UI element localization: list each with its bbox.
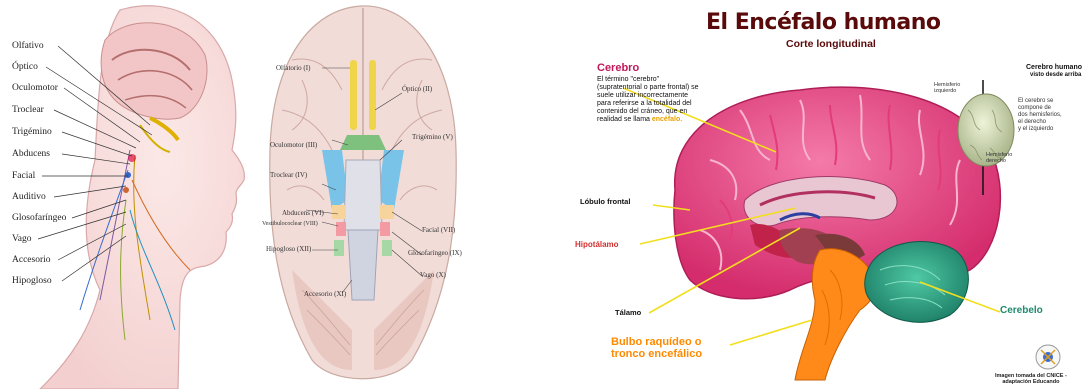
label-abducens-vi: Abducens (VI) bbox=[282, 209, 324, 217]
cerebro-text-line: para referirse a la totalidad del bbox=[597, 100, 699, 108]
hemisferio-derecho-label: Hemisferio derecho bbox=[986, 152, 1012, 164]
top-view-description: El cerebro se compone de dos hemisferios… bbox=[1018, 98, 1062, 133]
encephalon-panel: El Encéfalo humano Corte longitudinal Ce… bbox=[540, 0, 1090, 389]
label-facial-vii: Facial (VII) bbox=[422, 226, 455, 234]
cerebro-description: El término "cerebro" (supratentorial o p… bbox=[597, 76, 699, 124]
hemisferio-izquierdo-label: Hemisferio izquierdo bbox=[934, 82, 960, 94]
top-view-text-line: dos hemisferios, bbox=[1018, 112, 1062, 119]
label-hipogloso-xii: Hipogloso (XII) bbox=[266, 245, 311, 253]
encefalo-highlight: encéfalo. bbox=[652, 116, 682, 123]
diagram-title: El Encéfalo humano bbox=[706, 10, 940, 35]
cerebelo-label: Cerebelo bbox=[1000, 305, 1043, 316]
cerebro-text-line: contenido del cráneo, que en bbox=[597, 108, 699, 116]
cerebro-text-line: (supratentorial o parte frontal) se bbox=[597, 84, 699, 92]
hipotalamo-label: Hipotálamo bbox=[575, 240, 619, 249]
credit-line: adaptación Educando bbox=[995, 379, 1067, 385]
top-view-text-line: el derecho bbox=[1018, 119, 1062, 126]
label-oculomotor-iii: Oculomotor (III) bbox=[270, 141, 317, 149]
label-olfatorio-i: Olfatorio (I) bbox=[276, 64, 310, 72]
label-glosofaringeo-ix: Glosofaríngeo (IX) bbox=[408, 249, 462, 257]
top-view-heading: Cerebro humano bbox=[1026, 64, 1082, 71]
cerebro-text-line: suele utilizar incorrectamente bbox=[597, 92, 699, 100]
label-vestibulococlear-viii: Vestibulococlear (VIII) bbox=[262, 221, 318, 227]
cerebro-text-fragment: realidad se llama bbox=[597, 116, 650, 123]
label-vago-x: Vago (X) bbox=[420, 271, 446, 279]
top-view-text-line: y el izquierdo bbox=[1018, 126, 1062, 133]
image-credit: Imagen tomada del CNICE - adaptación Edu… bbox=[995, 373, 1067, 385]
label-optico-ii: Óptico (II) bbox=[402, 85, 432, 93]
top-view-text-line: El cerebro se bbox=[1018, 98, 1062, 105]
talamo-label: Tálamo bbox=[615, 308, 641, 317]
lobulo-frontal-label: Lóbulo frontal bbox=[580, 197, 630, 206]
top-view-text-line: compone de bbox=[1018, 105, 1062, 112]
diagram-subtitle: Corte longitudinal bbox=[786, 38, 876, 50]
label-troclear-iv: Troclear (IV) bbox=[270, 171, 307, 179]
cranial-nerves-profile-panel: Olfativo Óptico Oculomotor Troclear Trig… bbox=[0, 0, 258, 389]
cranial-nerves-base-panel: Olfatorio (I) Óptico (II) Oculomotor (II… bbox=[262, 0, 480, 389]
brain-base-illustration bbox=[262, 0, 480, 389]
hemisferio-izquierdo-line: izquierdo bbox=[934, 88, 960, 94]
bulbo-label-line: tronco encefálico bbox=[611, 348, 702, 360]
cerebro-text-line: El término "cerebro" bbox=[597, 76, 699, 84]
bulbo-raquideo-label: Bulbo raquídeo o tronco encefálico bbox=[611, 336, 702, 360]
top-view-subheading: visto desde arriba bbox=[1030, 72, 1081, 78]
bulbo-label-line: Bulbo raquídeo o bbox=[611, 336, 702, 348]
brain-sagittal-illustration bbox=[540, 0, 1090, 389]
hemisferio-derecho-line: derecho bbox=[986, 158, 1012, 164]
cerebro-text-line: realidad se llama encéfalo. bbox=[597, 116, 699, 124]
label-accesorio-xi: Accesorio (XI) bbox=[304, 290, 346, 298]
leader-lines bbox=[0, 0, 258, 389]
label-trigemino-v: Trigémino (V) bbox=[412, 133, 453, 141]
cerebro-heading: Cerebro bbox=[597, 62, 639, 74]
